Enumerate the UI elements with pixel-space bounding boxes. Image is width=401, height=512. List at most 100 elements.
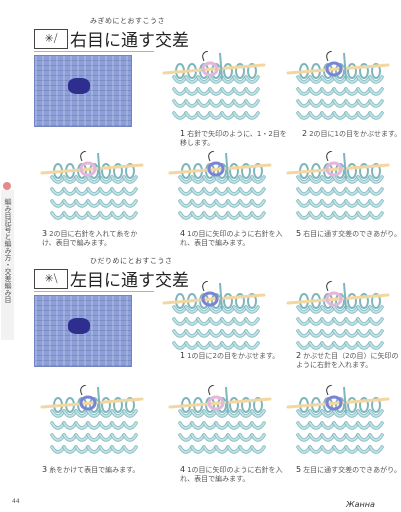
swatch-photo xyxy=(34,55,132,127)
knit-symbol: ✳⧸ xyxy=(34,29,68,49)
stitch-loop-fill xyxy=(245,330,259,337)
highlight-stitch xyxy=(325,161,343,177)
top-loop xyxy=(359,163,369,179)
step-text: 右目に通す交差のできあがり。 xyxy=(303,230,401,238)
top-loop xyxy=(229,397,239,413)
section-header: ✳⧹ ひだりめにとおすこうさ 左目に通す交差 xyxy=(34,257,394,292)
stitch-loop-fill xyxy=(369,306,383,313)
side-tab xyxy=(1,190,14,340)
top-loop xyxy=(101,163,111,179)
highlight-stitch xyxy=(79,161,97,177)
highlight-stitch xyxy=(325,395,343,411)
top-loop xyxy=(113,397,123,413)
swatch-cross-stitch xyxy=(68,78,90,94)
stitch-loop-fill xyxy=(369,422,383,429)
step-illustration xyxy=(284,51,392,129)
stitch-loop-fill xyxy=(369,330,383,337)
step-text: 左目に通す交差のできあがり。 xyxy=(303,466,401,474)
highlight-stitch xyxy=(325,61,343,77)
step-illustration xyxy=(160,51,268,129)
step-text: 右針で矢印のように、1・2目を移します。 xyxy=(180,130,287,147)
step-number: 5 xyxy=(296,229,302,238)
working-yarn xyxy=(225,386,229,414)
needle xyxy=(168,397,272,409)
section-title: 右目に通す交差 xyxy=(70,31,189,51)
top-loop xyxy=(241,397,251,413)
highlight-stitch xyxy=(79,395,97,411)
knit-symbol: ✳⧹ xyxy=(34,269,68,289)
stitch-loop-fill xyxy=(245,100,259,107)
top-loop xyxy=(253,397,263,413)
title-reading: ひだりめにとおすこうさ xyxy=(90,257,173,265)
stitch-loop-fill xyxy=(123,422,137,429)
working-yarn xyxy=(97,152,101,180)
top-loop xyxy=(371,293,381,309)
step-text: 2の目に右針を入れて糸をかけ、表目で編みます。 xyxy=(42,230,138,247)
stitch-loop-fill xyxy=(251,212,265,219)
top-loop xyxy=(253,163,263,179)
top-loop xyxy=(223,293,233,309)
step-illustration xyxy=(38,151,146,229)
stitch-loop-fill xyxy=(369,76,383,83)
stitch-loop-fill xyxy=(369,100,383,107)
needle xyxy=(286,163,390,175)
needle xyxy=(162,293,266,305)
top-loop xyxy=(371,63,381,79)
side-tab-marker xyxy=(3,182,11,190)
title-underline xyxy=(34,51,154,52)
working-yarn xyxy=(225,152,229,180)
step-text: 1の目に矢印のように右針を入れ、表目で編みます。 xyxy=(180,230,283,247)
needle xyxy=(162,63,266,75)
stitch-loop-fill xyxy=(369,446,383,453)
stitch-loop-fill xyxy=(251,446,265,453)
step-number: 4 xyxy=(180,465,186,474)
stitch-loop-fill xyxy=(251,410,265,417)
step-illustration xyxy=(160,281,268,359)
highlight-stitch xyxy=(207,395,225,411)
section-header: ✳⧸ みぎめにとおすこうさ 右目に通す交差 xyxy=(34,17,394,52)
stitch-loop-fill xyxy=(245,318,259,325)
top-loop xyxy=(235,63,245,79)
needle xyxy=(286,293,390,305)
top-loop xyxy=(347,293,357,309)
stitch-loop-fill xyxy=(123,176,137,183)
step-illustration xyxy=(284,385,392,463)
stitch-loop-fill xyxy=(123,200,137,207)
top-loop xyxy=(371,163,381,179)
stitch-loop-fill xyxy=(369,188,383,195)
step-text: 2の目に1の目をかぶせます。 xyxy=(309,130,401,138)
top-loop xyxy=(229,163,239,179)
needle xyxy=(40,397,144,409)
stitch-loop-fill xyxy=(369,434,383,441)
stitch-loop-fill xyxy=(245,306,259,313)
highlight-stitch xyxy=(325,291,343,307)
step-illustration xyxy=(166,385,274,463)
stitch-loop-fill xyxy=(245,76,259,83)
arrow-icon xyxy=(208,385,215,396)
working-yarn xyxy=(343,152,347,180)
title-underline xyxy=(34,291,154,292)
working-yarn xyxy=(343,52,347,80)
stitch-loop-fill xyxy=(123,212,137,219)
working-yarn xyxy=(219,282,223,310)
working-yarn xyxy=(219,52,223,80)
step-illustration xyxy=(38,385,146,463)
section-title: 左目に通す交差 xyxy=(70,271,189,291)
page-number: 44 xyxy=(12,498,20,505)
top-loop xyxy=(223,63,233,79)
stitch-loop-fill xyxy=(369,410,383,417)
stitch-loop-fill xyxy=(245,88,259,95)
working-yarn xyxy=(343,386,347,414)
step-number: 3 xyxy=(42,465,48,474)
step-illustration xyxy=(284,151,392,229)
step-illustration xyxy=(166,151,274,229)
swatch-cross-stitch xyxy=(68,318,90,334)
step-text: 1の目に2の目をかぶせます。 xyxy=(187,352,280,360)
needle xyxy=(286,397,390,409)
